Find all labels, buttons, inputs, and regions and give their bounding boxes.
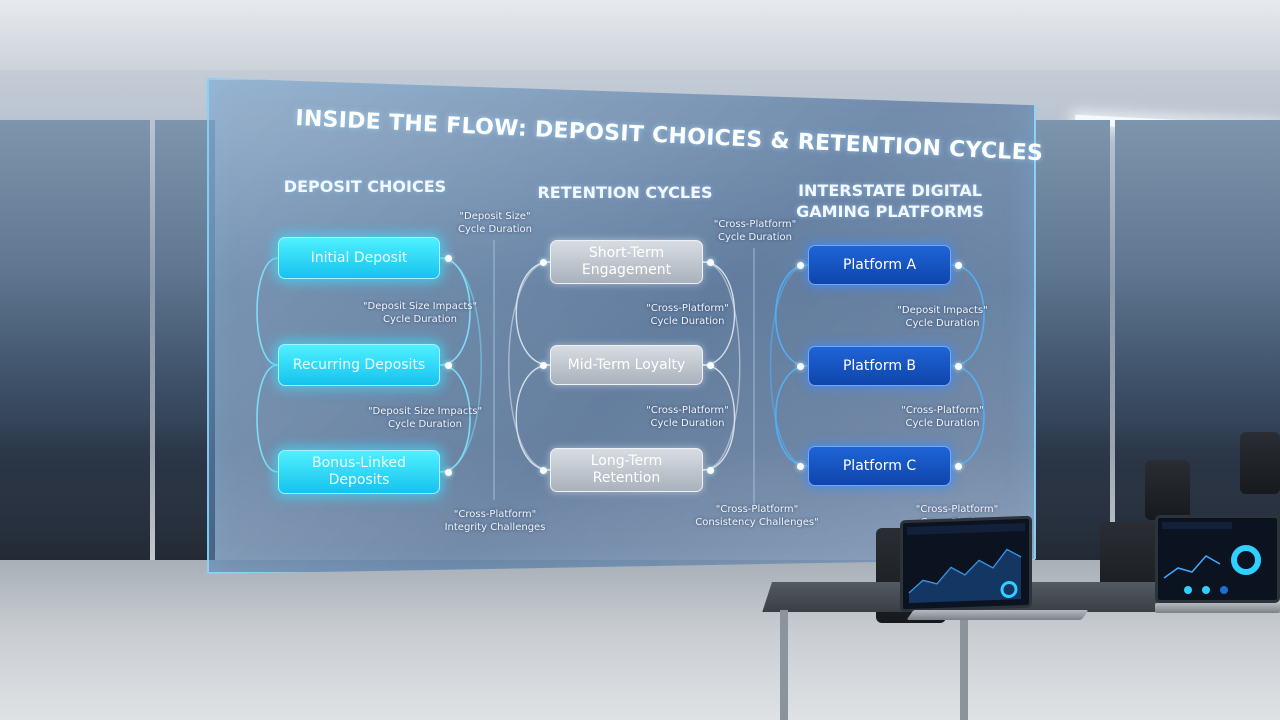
note-cross-platform-1: "Cross-Platform" Cycle Duration [713,219,797,243]
bonus-linked-deposits-node[interactable]: Bonus-Linked Deposits [278,450,440,494]
connector-dot [445,362,452,369]
retention-cycles-heading: RETENTION CYCLES [537,183,713,202]
short-term-engagement-node[interactable]: Short-Term Engagement [550,240,703,284]
note-deposit-size-impacts-2: "Deposit Size Impacts" Cycle Duration [367,406,483,430]
laptop-dashboard [1162,522,1261,594]
connector-dot [955,463,962,470]
table-leg [780,610,788,720]
connector-dot [955,363,962,370]
platform-a-node[interactable]: Platform A [808,245,951,285]
note-integrity-challenges: "Cross-Platform" Integrity Challenges [444,509,546,533]
window-left [0,120,150,560]
mid-term-loyalty-node[interactable]: Mid-Term Loyalty [550,345,703,385]
connector-dot [707,467,714,474]
laptop-dashboard [907,522,1025,603]
connector-dot [797,262,804,269]
note-consistency-challenges: "Cross-Platform" Consistency Challenges" [695,504,819,528]
note-cross-platform-4: "Cross-Platform" Cycle Duration [901,405,984,429]
window-right [1035,120,1110,560]
connector-dot [797,363,804,370]
note-deposit-impacts: "Deposit Impacts" Cycle Duration [897,305,988,329]
connector-dot [540,362,547,369]
connector-dot [707,362,714,369]
deposit-choices-heading: DEPOSIT CHOICES [283,177,447,196]
note-cross-platform-3: "Cross-Platform" Cycle Duration [646,405,729,429]
office-chair [1145,460,1190,520]
platform-b-node[interactable]: Platform B [808,346,951,386]
platform-c-node[interactable]: Platform C [808,446,951,486]
initial-deposit-node[interactable]: Initial Deposit [278,237,440,279]
office-chair [1240,432,1280,494]
window-left-2 [155,120,215,560]
recurring-deposits-node[interactable]: Recurring Deposits [278,344,440,386]
table-leg [960,610,968,720]
connector-dot [540,259,547,266]
note-deposit-size: "Deposit Size" Cycle Duration [458,211,532,235]
note-cross-platform-2: "Cross-Platform" Cycle Duration [646,303,729,327]
ceiling [0,0,1280,70]
connector-dot [797,463,804,470]
long-term-retention-node[interactable]: Long-Term Retention [550,448,703,492]
platforms-heading: INTERSTATE DIGITAL GAMING PLATFORMS [796,181,984,221]
connector-dot [540,467,547,474]
connector-dot [445,255,452,262]
connector-dot [955,262,962,269]
connector-dot [445,469,452,476]
connector-dot [707,259,714,266]
note-deposit-size-impacts-1: "Deposit Size Impacts" Cycle Duration [362,301,478,325]
laptop [900,515,1090,630]
laptop [1155,515,1280,620]
window-right-2 [1115,120,1280,560]
